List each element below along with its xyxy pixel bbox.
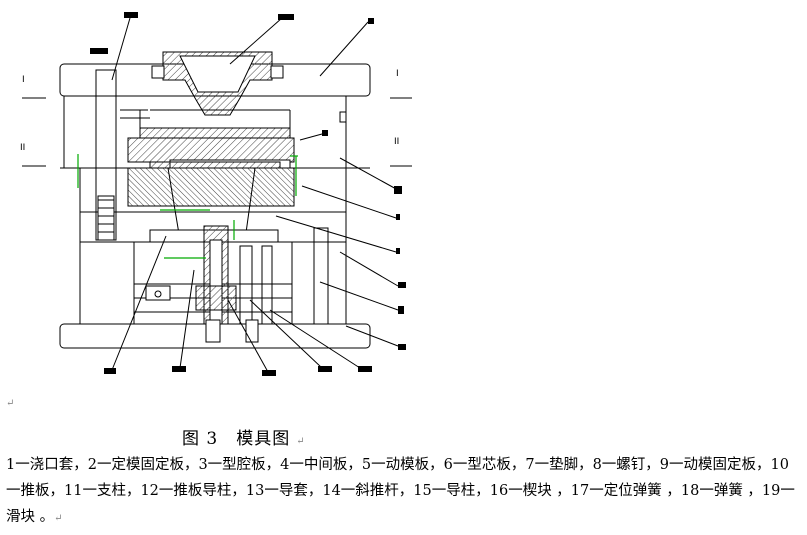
svg-text:I: I bbox=[22, 75, 25, 85]
parts-legend-text: 1一浇口套，2一定模固定板，3一型腔板，4一中间板，5一动模板，6一型芯板，7一… bbox=[6, 457, 795, 525]
legend-return-mark: ↵ bbox=[54, 513, 63, 524]
svg-text:I: I bbox=[396, 69, 399, 79]
caption-return-mark: ↵ bbox=[296, 436, 306, 447]
svg-text:II: II bbox=[20, 143, 25, 153]
mold-assembly-drawing: I II I II bbox=[20, 12, 412, 376]
svg-text:II: II bbox=[394, 137, 399, 147]
spacer-right bbox=[291, 241, 347, 325]
core-plate bbox=[127, 167, 295, 207]
paragraph-mark: ↵ bbox=[6, 398, 15, 409]
figure-caption: 图 3 模具图 ↵ bbox=[182, 424, 306, 449]
figure-caption-text: 图 3 模具图 bbox=[182, 429, 291, 449]
parts-legend: 1一浇口套，2一定模固定板，3一型腔板，4一中间板，5一动模板，6一型芯板，7一… bbox=[6, 452, 802, 532]
spacer-left bbox=[79, 241, 135, 325]
